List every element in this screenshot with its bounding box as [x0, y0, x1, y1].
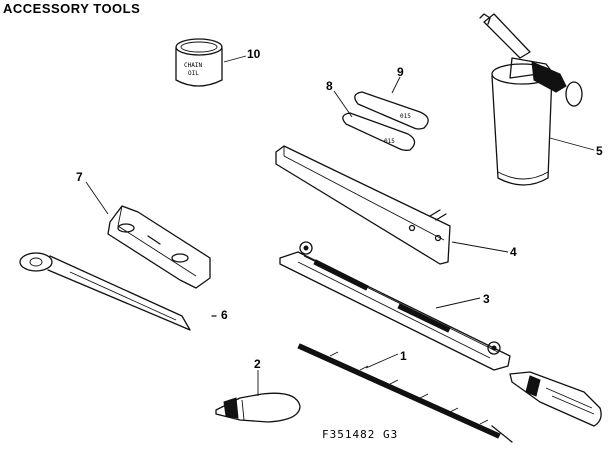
- callout-10: 10: [247, 47, 261, 61]
- grease-gun: [479, 13, 595, 186]
- pad-8-label: 015: [384, 138, 395, 145]
- diagram-title: ACCESSORY TOOLS: [3, 1, 140, 16]
- file-guide-bar: [275, 145, 509, 265]
- callout-4: 4: [510, 245, 517, 259]
- callout-1: 1: [400, 349, 407, 363]
- callout-7: 7: [76, 170, 83, 184]
- callout-2: 2: [254, 357, 261, 371]
- drawing-code: F351482 G3: [322, 428, 398, 441]
- callout-3: 3: [483, 292, 490, 306]
- chain-oil-can: CHAIN OIL: [175, 38, 247, 87]
- pad-9: 015: [354, 76, 429, 130]
- callout-6: 6: [221, 308, 228, 322]
- round-file: [297, 343, 602, 443]
- spark-plug-wrench: [85, 181, 211, 289]
- callout-8: 8: [326, 79, 333, 93]
- oil-can-label-line1: CHAIN: [184, 62, 202, 69]
- pad-8: 015: [333, 90, 416, 151]
- file-holder: [279, 241, 511, 371]
- callout-5: 5: [596, 144, 603, 158]
- file-handle: [215, 370, 301, 423]
- pad-9-label: 015: [400, 113, 411, 120]
- bar-wrench: [19, 252, 217, 331]
- callout-9: 9: [397, 65, 404, 79]
- oil-can-label-line2: OIL: [188, 70, 199, 77]
